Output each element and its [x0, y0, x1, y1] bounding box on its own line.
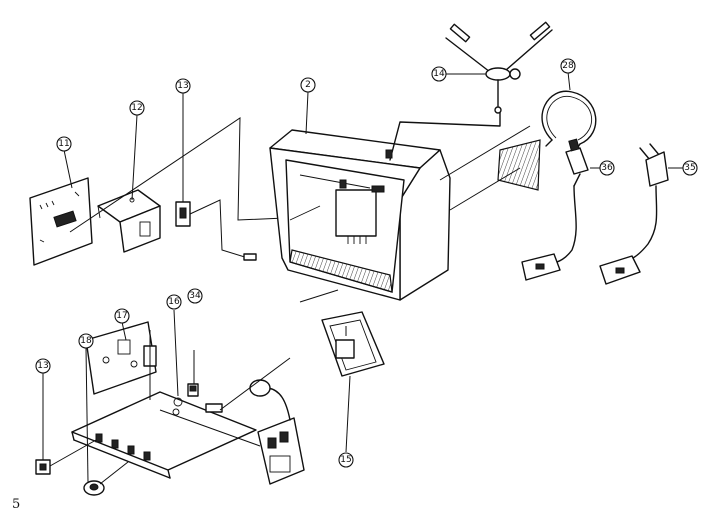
callout-11: 11	[56, 136, 72, 152]
part-2-cabinet	[269, 109, 531, 301]
flyback-transformer	[159, 357, 305, 485]
part-13-connector-upper	[175, 201, 191, 227]
callout-12-label: 12	[131, 103, 142, 113]
callout-15: 15	[338, 452, 354, 468]
part-12-bracket	[97, 189, 161, 253]
callout-12: 12	[129, 100, 145, 116]
callout-leaders	[63, 71, 684, 341]
part-15-back-cover	[299, 289, 385, 453]
callout-15-label: 15	[340, 455, 351, 465]
assembly-leads-left	[69, 117, 286, 261]
part-14-antenna	[445, 21, 553, 114]
callout-18: 18	[78, 333, 94, 349]
callout-2: 2	[300, 77, 316, 93]
part-16-lead	[173, 309, 179, 397]
callout-14: 14	[431, 66, 447, 82]
page-number: 5	[12, 497, 21, 512]
callout-28: 28	[560, 58, 576, 74]
callout-17-label: 17	[116, 311, 127, 321]
callout-13-lower-label: 13	[37, 361, 48, 371]
callout-13-lower: 13	[35, 358, 51, 374]
back-panel-sheet	[497, 139, 541, 191]
callout-36: 36	[599, 160, 615, 176]
part-11-board	[29, 177, 93, 266]
callout-34-label: 34	[189, 291, 201, 301]
callout-35: 35	[682, 160, 698, 176]
callout-34: 34	[187, 288, 203, 304]
part-18-bushing	[83, 347, 129, 496]
callout-14-label: 14	[433, 69, 445, 79]
callout-36-label: 36	[601, 163, 613, 173]
main-circuit-board	[71, 330, 257, 479]
callout-28-label: 28	[562, 61, 574, 71]
part-35-ac-power-cord	[599, 143, 669, 285]
callout-17: 17	[114, 308, 130, 324]
callout-13-upper: 13	[175, 78, 191, 94]
callout-2-label: 2	[305, 80, 311, 90]
callout-11-label: 11	[58, 139, 69, 149]
part-36-car-adapter-cord	[521, 138, 589, 281]
callout-13-upper-label: 13	[177, 81, 188, 91]
callout-16: 16	[166, 294, 182, 310]
callout-18-label: 18	[80, 336, 92, 346]
part-13-knob-lower	[35, 372, 97, 475]
part-34-clip	[187, 350, 199, 397]
callout-16-label: 16	[168, 297, 180, 307]
callout-35-label: 35	[684, 163, 695, 173]
part-17-mounting-plate	[85, 321, 157, 395]
